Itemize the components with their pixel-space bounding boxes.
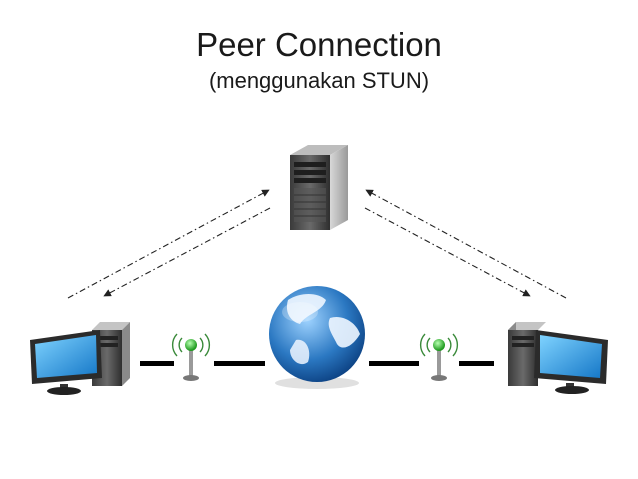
slide-title: Peer Connection [196, 26, 442, 63]
wifi-antenna-icon [171, 333, 211, 381]
link-globe-right-router [369, 361, 419, 366]
globe-icon [269, 286, 365, 389]
link-left-pc-router [140, 361, 174, 366]
network-links [140, 361, 494, 366]
signal-line-left-inner [103, 207, 271, 297]
link-right-router-pc [459, 361, 494, 366]
link-left-router-globe [214, 361, 265, 366]
desktop-computer-icon [30, 322, 130, 395]
wifi-antenna-icon [419, 333, 459, 381]
server-icon [290, 145, 348, 230]
slide-subtitle: (menggunakan STUN) [208, 68, 430, 93]
signal-line-left-outer [67, 189, 270, 299]
signal-line-right-outer [365, 189, 567, 299]
desktop-computer-icon [508, 322, 608, 394]
signaling-lines [67, 189, 567, 299]
signal-line-right-inner [364, 207, 531, 297]
